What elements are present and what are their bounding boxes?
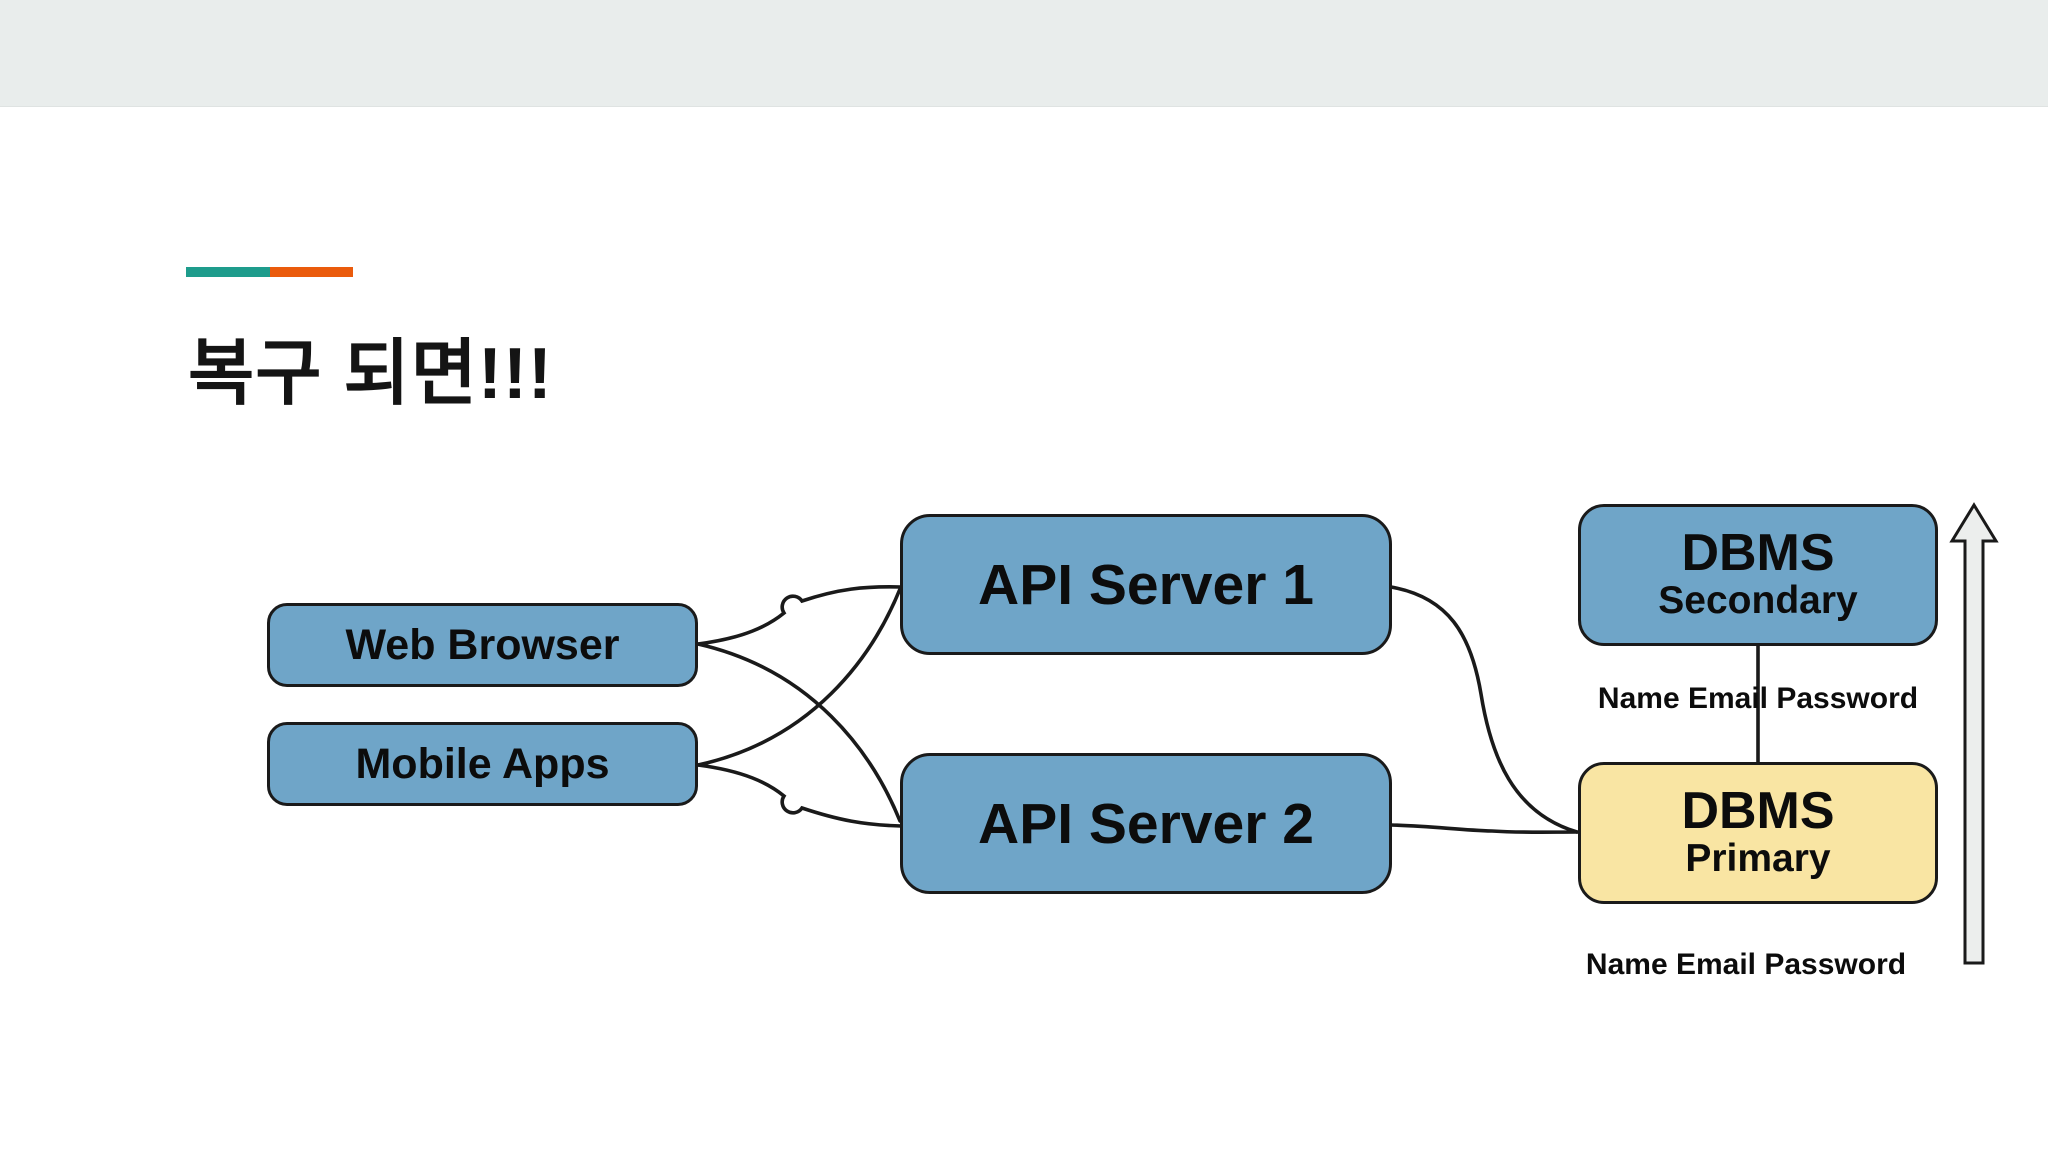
node-web-browser-label: Web Browser	[345, 620, 620, 669]
accent-bar-orange-segment	[270, 267, 353, 277]
connector-web-browser-to-api2	[696, 642, 902, 823]
letterbox-top-bar	[0, 0, 2048, 107]
connector-api2-to-dbms-primary	[1389, 823, 1579, 835]
node-mobile-apps: Mobile Apps	[267, 722, 698, 806]
connector-api1-to-dbms-primary	[1389, 585, 1579, 834]
node-mobile-apps-label: Mobile Apps	[355, 739, 610, 788]
node-web-browser: Web Browser	[267, 603, 698, 687]
dbms-secondary-fields-label: Name Email Password	[1597, 682, 1919, 715]
connector-mobile-apps-to-api1	[696, 587, 902, 767]
node-api-server-2-label: API Server 2	[978, 791, 1314, 856]
node-api-server-2: API Server 2	[900, 753, 1392, 894]
dbms-primary-fields-label: Name Email Password	[1585, 948, 1907, 981]
node-dbms-secondary-title: DBMS	[1681, 524, 1835, 583]
node-dbms-secondary-subtitle: Secondary	[1658, 579, 1858, 623]
node-dbms-primary-subtitle: Primary	[1685, 837, 1831, 881]
title-accent-bar	[186, 267, 353, 277]
node-dbms-primary: DBMS Primary	[1578, 762, 1938, 904]
node-api-server-1: API Server 1	[900, 514, 1392, 655]
connector-mobile-apps-to-api2	[696, 763, 903, 828]
node-dbms-secondary: DBMS Secondary	[1578, 504, 1938, 646]
accent-bar-teal-segment	[186, 267, 270, 277]
slide-title: 복구 되면!!!	[188, 334, 553, 414]
node-dbms-primary-title: DBMS	[1681, 782, 1835, 841]
connector-web-browser-to-api1	[696, 585, 903, 646]
node-api-server-1-label: API Server 1	[978, 552, 1314, 617]
replication-up-arrow-icon	[1949, 502, 1999, 965]
